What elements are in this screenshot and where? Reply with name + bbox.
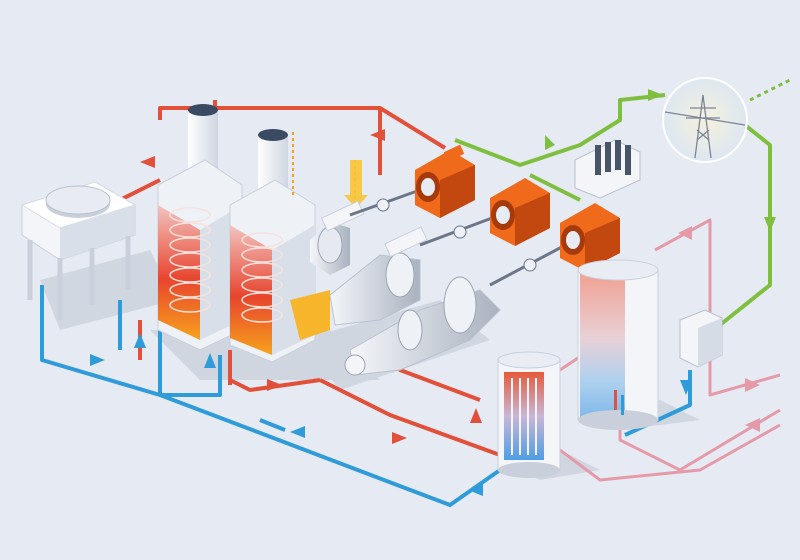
control-box [679, 309, 723, 368]
boiler-1 [157, 104, 243, 351]
power-grid [662, 77, 791, 163]
arrow-right-icon [648, 89, 663, 101]
generator-3 [560, 203, 620, 271]
boiler-2 [229, 129, 330, 363]
arrow-up-icon [134, 333, 146, 348]
gas-turbine [344, 276, 501, 376]
arrow-up-icon [204, 353, 216, 368]
couplings [376, 198, 537, 272]
arrow-left-icon [370, 129, 385, 141]
arrow-left-icon [290, 426, 305, 438]
transformer [574, 139, 641, 199]
arrow-left-icon [745, 418, 760, 432]
arrow-right-icon [267, 379, 282, 391]
steam-turbine-2 [329, 226, 428, 326]
arrow-left-icon [468, 484, 483, 496]
fuel-arrow-icon [344, 160, 368, 208]
generator-1 [415, 144, 475, 218]
arrow-right-icon [90, 354, 105, 366]
arrow-up-icon [470, 408, 482, 423]
arrow-down-icon [680, 380, 692, 395]
pylon-icon [664, 94, 746, 159]
arrow-left-icon [140, 156, 155, 168]
arrow-right-icon [745, 378, 760, 392]
arrow-right-icon [545, 135, 555, 150]
steam-turbine-1 [310, 200, 365, 275]
arrow-left-icon [678, 226, 692, 240]
cooling-tower [20, 181, 137, 320]
arrow-down-icon [764, 217, 776, 232]
heat-storage-tank [577, 259, 659, 430]
flow-arrows [90, 89, 776, 496]
heat-exchanger [497, 351, 561, 478]
generator-2 [490, 178, 550, 246]
arrow-right-icon [392, 432, 407, 444]
